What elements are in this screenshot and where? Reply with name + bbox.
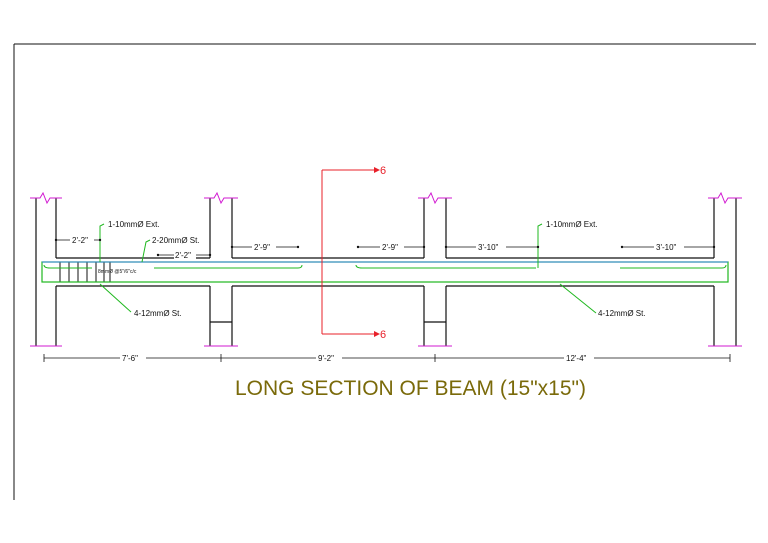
break-marks xyxy=(30,191,742,347)
dim-d1: 2'-2" xyxy=(72,236,88,245)
dim-d6: 3'-10" xyxy=(656,243,677,252)
column-3 xyxy=(423,198,447,346)
drawing-title: LONG SECTION OF BEAM (15"x15") xyxy=(235,377,586,400)
beam-outline xyxy=(56,257,714,287)
dim-span-1: 7'-6" xyxy=(122,354,138,363)
section-mark-bottom: 6 xyxy=(380,329,386,341)
stirrups xyxy=(59,262,111,282)
column-1 xyxy=(35,198,57,346)
section-mark-top: 6 xyxy=(380,165,386,177)
label-bottom-st-right: 4-12mmØ St. xyxy=(598,309,646,318)
dimension-ticks xyxy=(54,238,716,257)
section-line xyxy=(321,167,380,337)
leaders xyxy=(99,223,597,314)
column-4 xyxy=(713,198,737,346)
label-ext-bar-right: 1-10mmØ Ext. xyxy=(546,220,598,229)
dim-d2: 2'-2" xyxy=(175,251,191,260)
label-st-bar-top: 2-20mmØ St. xyxy=(152,236,200,245)
main-bar-cage xyxy=(41,261,729,283)
dim-d4: 2'-9" xyxy=(382,243,398,252)
dim-d3: 2'-9" xyxy=(254,243,270,252)
sheet-border xyxy=(13,43,756,500)
label-stirrups: 8mmØ @5"/6"c/c xyxy=(98,269,137,275)
dim-span-3: 12'-4" xyxy=(566,354,587,363)
column-2 xyxy=(209,198,233,346)
columns xyxy=(35,198,737,346)
label-ext-bar-left: 1-10mmØ Ext. xyxy=(108,220,160,229)
reinforcement xyxy=(41,261,729,283)
dim-span-2: 9'-2" xyxy=(318,354,334,363)
label-bottom-st-left: 4-12mmØ St. xyxy=(134,309,182,318)
dim-d5: 3'-10" xyxy=(478,243,499,252)
